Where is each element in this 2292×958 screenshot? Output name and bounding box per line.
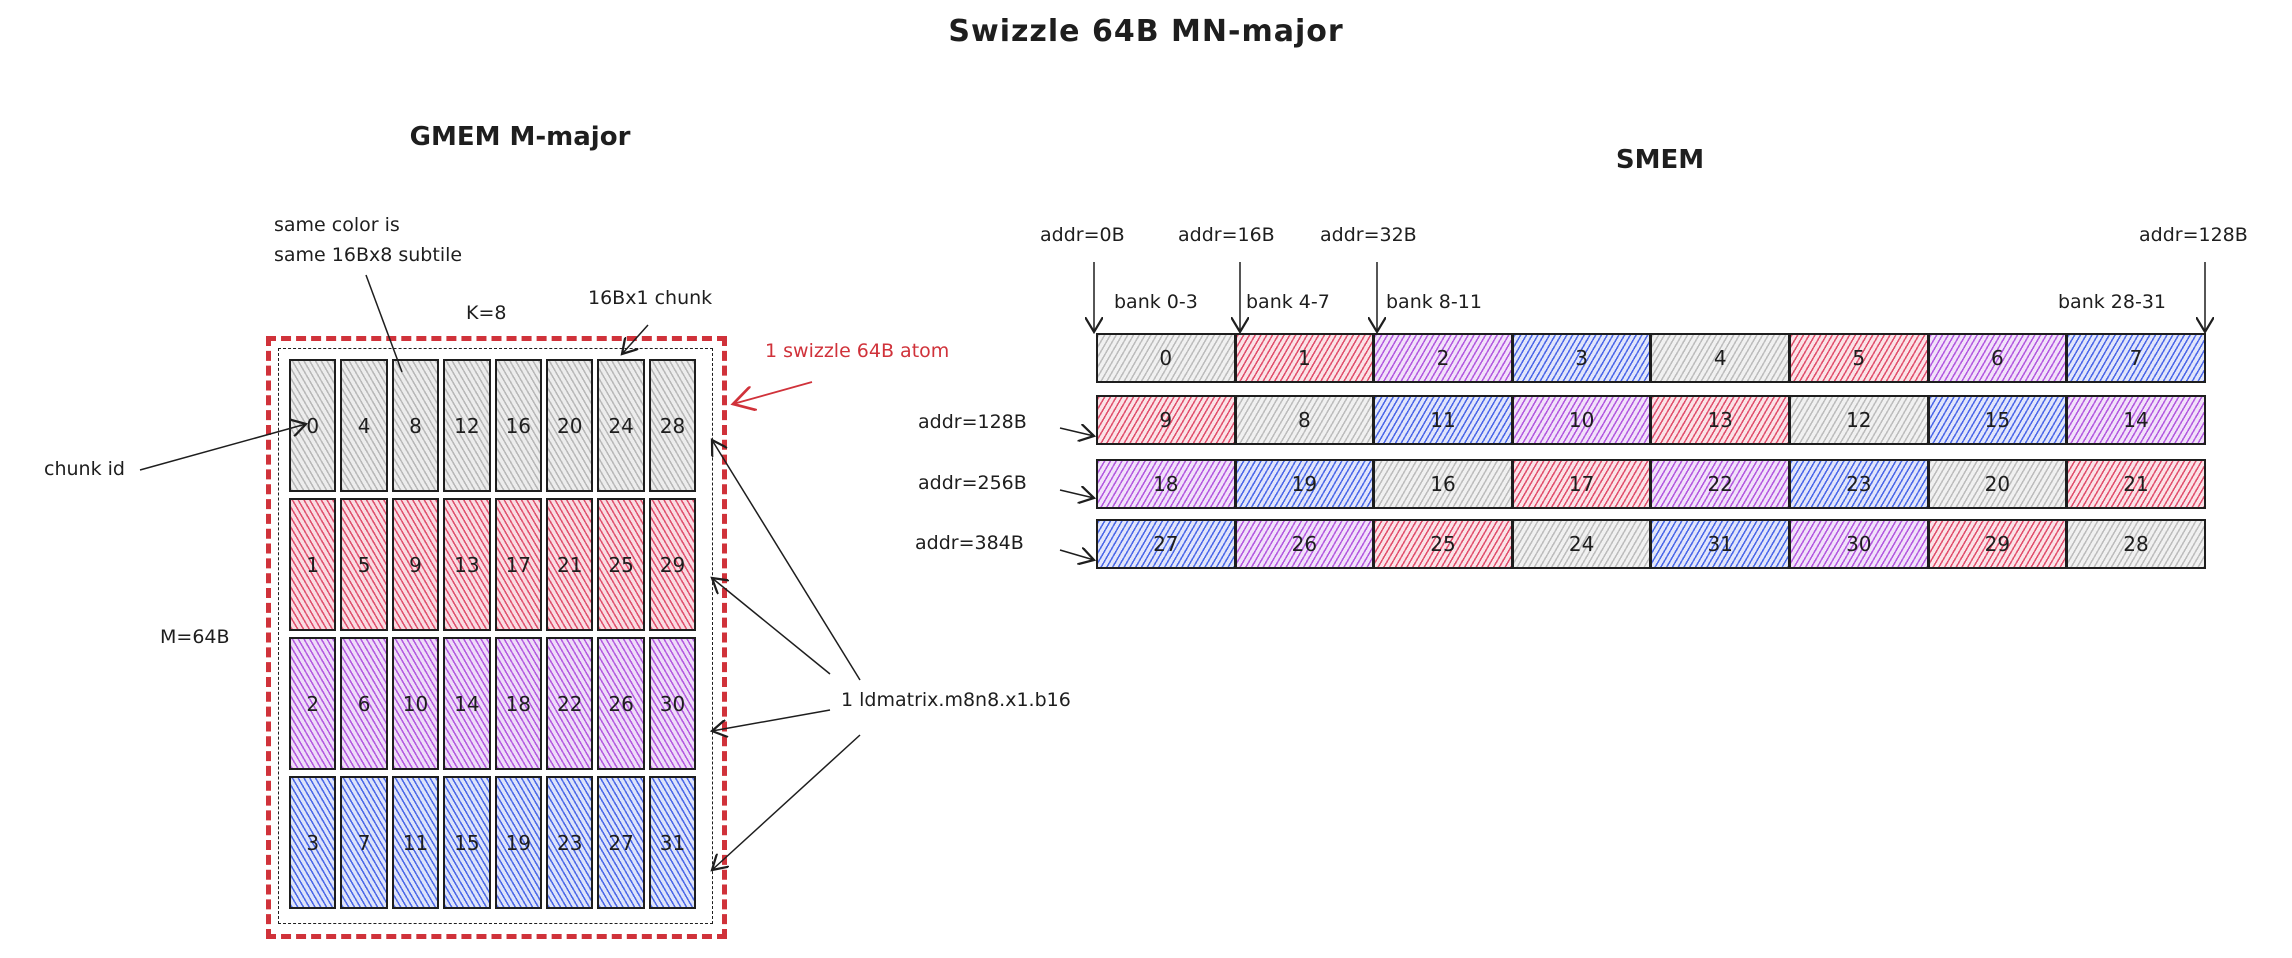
gmem-chunk: 24 (597, 359, 645, 492)
row-addr-label: addr=256B (918, 472, 1027, 494)
subtile-note-line2: same 16Bx8 subtile (274, 244, 463, 266)
gmem-chunk: 29 (648, 498, 697, 631)
gmem-chunk: 18 (494, 637, 542, 770)
top-addr-label: addr=16B (1178, 224, 1275, 246)
gmem-chunk: 1 (289, 498, 337, 631)
gmem-chunk: 10 (391, 637, 440, 770)
smem-heading: SMEM (1615, 145, 1705, 175)
smem-chunk: 30 (1789, 519, 1929, 569)
gmem-chunk: 28 (648, 359, 697, 492)
swizzle-atom-label: 1 swizzle 64B atom (765, 340, 950, 362)
gmem-chunk: 11 (391, 776, 440, 909)
smem-chunk: 10 (1511, 395, 1652, 445)
row-addr-arrow (1059, 490, 1094, 498)
smem-chunk: 31 (1650, 519, 1790, 569)
smem-chunk: 13 (1650, 395, 1790, 445)
smem-chunk: 6 (1927, 333, 2068, 383)
smem-chunk: 14 (2066, 395, 2206, 445)
gmem-heading: GMEM M-major (409, 122, 631, 152)
m-dimension-label: M=64B (160, 626, 230, 648)
smem-chunk: 16 (1373, 459, 1513, 509)
top-addr-label: addr=32B (1320, 224, 1417, 246)
gmem-chunk: 31 (648, 776, 697, 909)
row-addr-arrow (1059, 428, 1094, 436)
top-addr-label: addr=128B (2139, 224, 2248, 246)
gmem-chunk: 22 (546, 637, 594, 770)
gmem-chunk: 5 (340, 498, 388, 631)
gmem-chunk: 12 (443, 359, 491, 492)
smem-chunk: 29 (1927, 519, 2068, 569)
gmem-chunk: 16 (494, 359, 542, 492)
gmem-chunk: 14 (443, 637, 491, 770)
smem-chunk: 25 (1373, 519, 1513, 569)
gmem-chunk: 0 (289, 359, 337, 492)
bank-label: bank 28-31 (2058, 291, 2166, 313)
ldmatrix-arrow (712, 709, 831, 731)
ldmatrix-label: 1 ldmatrix.m8n8.x1.b16 (841, 689, 1071, 711)
smem-chunk: 8 (1234, 395, 1375, 445)
smem-chunk: 11 (1373, 395, 1513, 445)
gmem-chunk: 15 (443, 776, 491, 909)
k-dimension-label: K=8 (466, 302, 507, 324)
smem-chunk: 22 (1650, 459, 1790, 509)
gmem-chunk: 8 (391, 359, 440, 492)
smem-chunk: 9 (1096, 395, 1236, 445)
smem-chunk: 26 (1234, 519, 1375, 569)
smem-chunk: 24 (1511, 519, 1652, 569)
diagram-title: Swizzle 64B MN-major (948, 14, 1344, 49)
gmem-chunk: 23 (546, 776, 594, 909)
row-addr-label: addr=384B (915, 532, 1024, 554)
chunk-id-label: chunk id (44, 458, 125, 480)
gmem-chunk: 30 (648, 637, 697, 770)
gmem-chunk: 13 (443, 498, 491, 631)
smem-chunk: 2 (1373, 333, 1513, 383)
smem-chunk: 27 (1096, 519, 1236, 569)
top-addr-label: addr=0B (1040, 224, 1125, 246)
gmem-chunk: 17 (494, 498, 542, 631)
gmem-chunk: 21 (546, 498, 594, 631)
gmem-chunk: 6 (340, 637, 388, 770)
ldmatrix-arrow (712, 440, 861, 681)
smem-chunk: 19 (1234, 459, 1375, 509)
smem-chunk: 7 (2066, 333, 2206, 383)
gmem-chunk: 19 (494, 776, 542, 909)
bank-label: bank 8-11 (1386, 291, 1482, 313)
smem-chunk: 4 (1650, 333, 1790, 383)
gmem-chunk: 4 (340, 359, 388, 492)
smem-chunk: 28 (2066, 519, 2206, 569)
gmem-chunk: 9 (391, 498, 440, 631)
row-addr-label: addr=128B (918, 411, 1027, 433)
ldmatrix-arrow (712, 734, 861, 870)
bank-label: bank 0-3 (1114, 291, 1198, 313)
gmem-chunk: 27 (597, 776, 645, 909)
smem-chunk: 20 (1927, 459, 2068, 509)
smem-chunk: 23 (1789, 459, 1929, 509)
smem-chunk: 0 (1096, 333, 1236, 383)
gmem-chunk: 3 (289, 776, 337, 909)
chunk-size-label: 16Bx1 chunk (588, 287, 713, 309)
smem-chunk: 1 (1234, 333, 1375, 383)
gmem-chunk: 25 (597, 498, 645, 631)
smem-chunk: 5 (1789, 333, 1929, 383)
gmem-chunk: 26 (597, 637, 645, 770)
smem-chunk: 18 (1096, 459, 1236, 509)
atom-arrow (733, 381, 813, 404)
smem-chunk: 15 (1927, 395, 2068, 445)
smem-chunk: 12 (1789, 395, 1929, 445)
bank-label: bank 4-7 (1246, 291, 1330, 313)
smem-chunk: 17 (1511, 459, 1652, 509)
gmem-chunk: 20 (546, 359, 594, 492)
ldmatrix-arrow (712, 578, 831, 675)
row-addr-arrow (1059, 550, 1094, 560)
gmem-chunk: 7 (340, 776, 388, 909)
smem-chunk: 21 (2066, 459, 2206, 509)
smem-chunk: 3 (1511, 333, 1652, 383)
subtile-note-line1: same color is (274, 214, 400, 236)
gmem-chunk: 2 (289, 637, 337, 770)
